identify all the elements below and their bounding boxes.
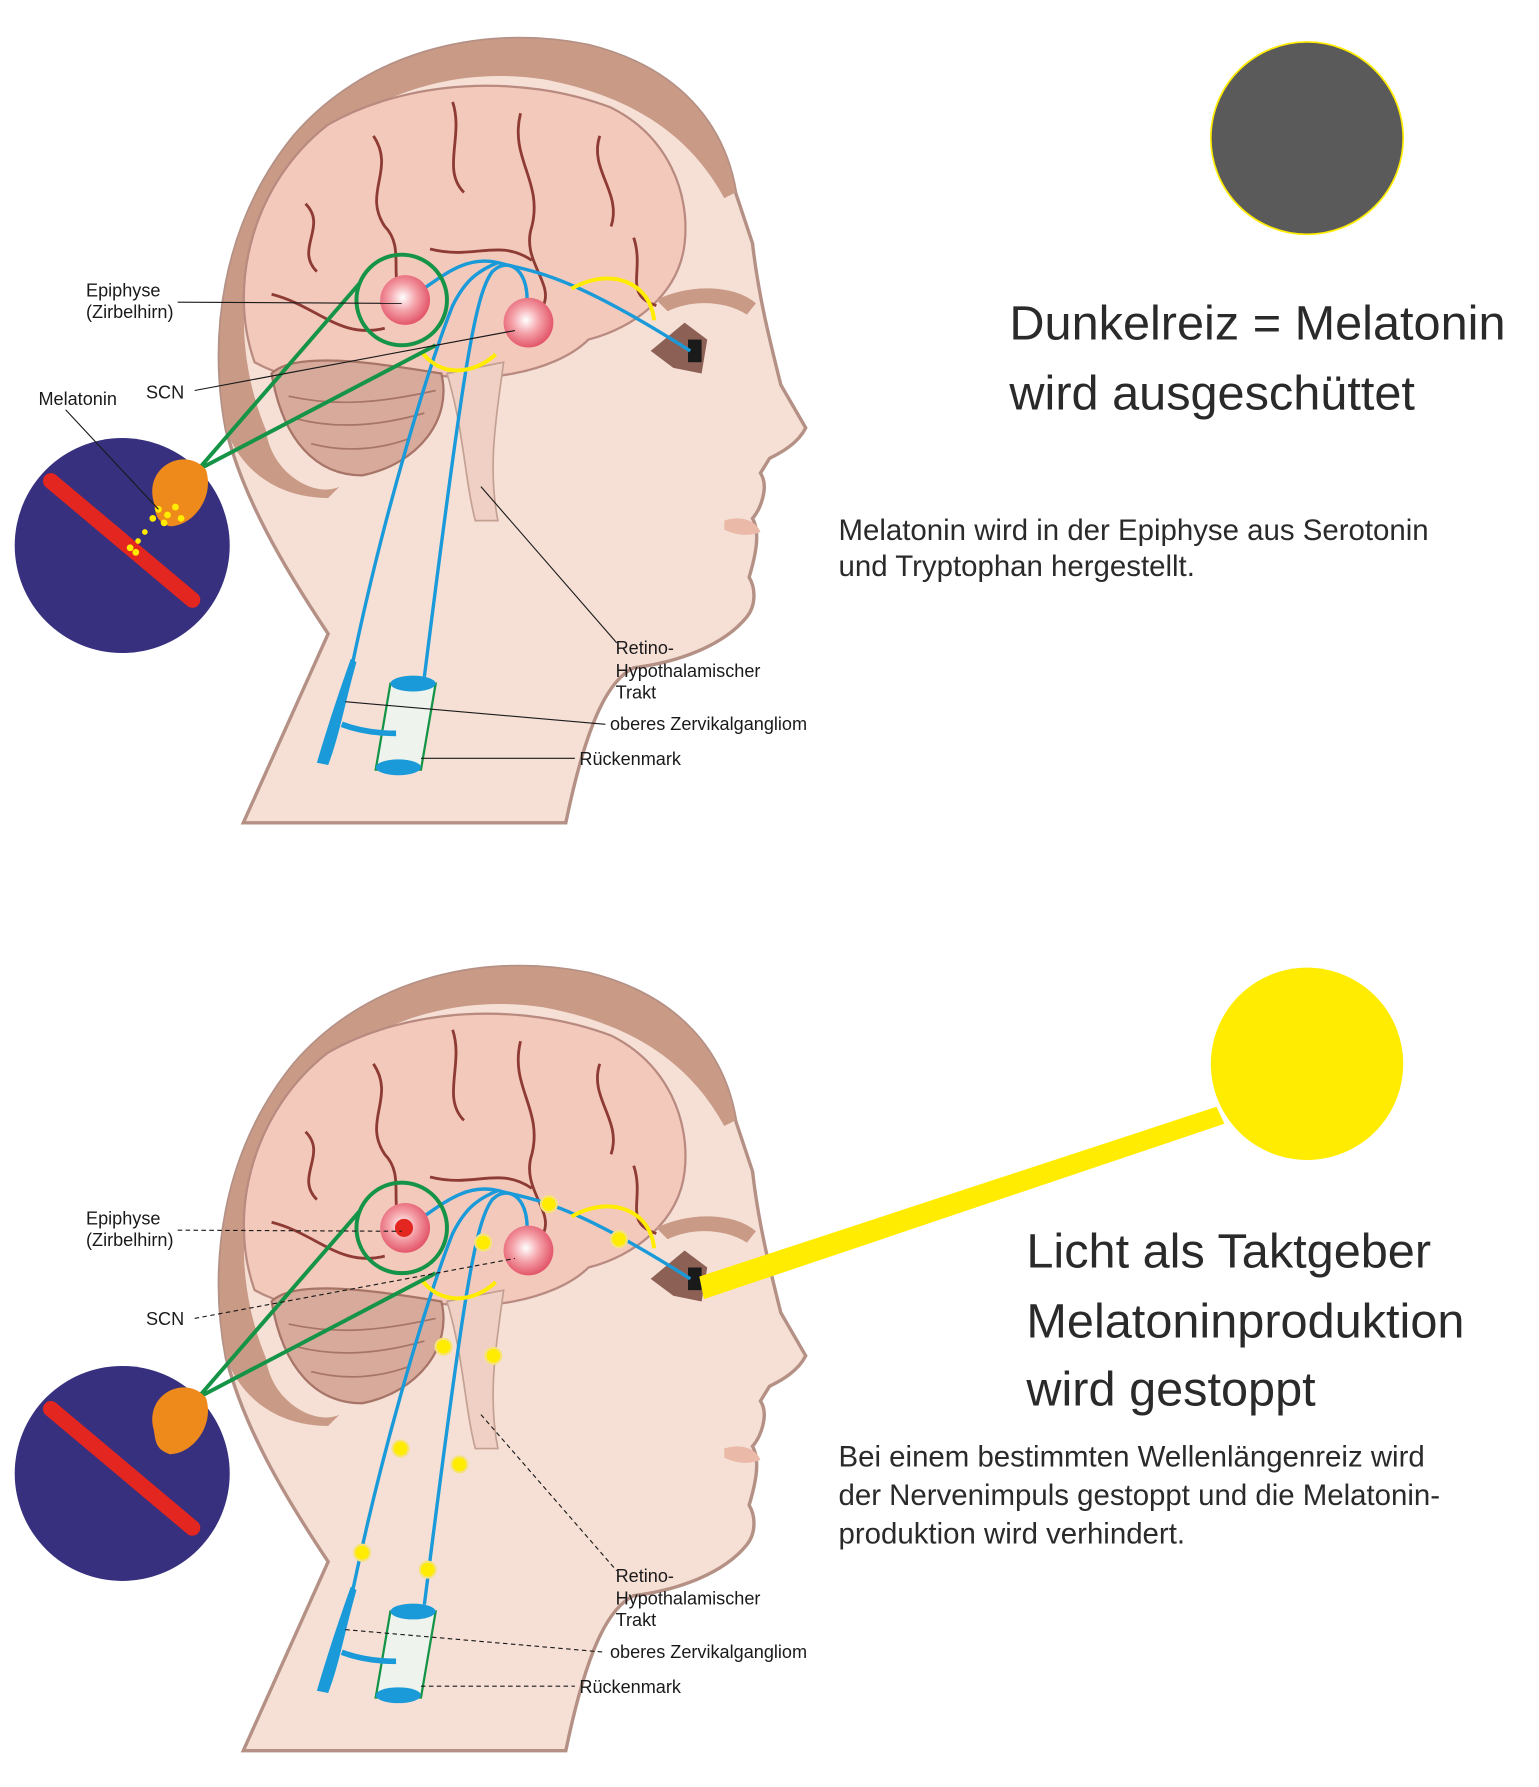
label-trakt: Trakt (616, 1610, 657, 1630)
bottom-title-line3: wird gestoppt (1025, 1363, 1316, 1417)
label-scn: SCN (146, 382, 184, 402)
label-hypothalamischer: Hypothalamischer (616, 1589, 761, 1609)
label-epiphyse: Epiphyse (86, 1208, 160, 1228)
top-para-line2: und Tryptophan hergestellt. (839, 550, 1195, 583)
top-title-line1: Dunkelreiz = Melatonin (1009, 297, 1505, 351)
bottom-title-line1: Licht als Taktgeber (1026, 1224, 1431, 1278)
label-trakt: Trakt (616, 682, 657, 702)
bottom-title-line2: Melatoninproduktion (1026, 1295, 1464, 1349)
label-melatonin: Melatonin (38, 389, 116, 409)
label-rueckenmark: Rückenmark (579, 749, 682, 769)
label-zervikalgangliom: oberes Zervikalgangliom (610, 1642, 807, 1662)
bottom-para-line1: Bei einem bestimmten Wellenlängenreiz wi… (839, 1441, 1425, 1474)
sun-icon (1210, 967, 1404, 1160)
bottom-para-line2: der Nervenimpuls gestoppt und die Melato… (839, 1479, 1441, 1512)
label-epiphyse: Epiphyse (86, 281, 160, 301)
head-illustration-light (15, 966, 806, 1750)
melatonin-granules (126, 503, 185, 556)
leader-lines-bottom (177, 1229, 618, 1687)
head-illustration-dark (15, 38, 806, 822)
label-zirbelhirn: (Zirbelhirn) (86, 302, 173, 322)
leader-lines-top (65, 301, 618, 759)
label-zervikalgangliom: oberes Zervikalgangliom (610, 714, 807, 734)
label-retino: Retino- (616, 1566, 674, 1586)
bottom-panel: Epiphyse (Zirbelhirn) SCN Retino- Hypoth… (15, 966, 1464, 1750)
top-panel: Epiphyse (Zirbelhirn) SCN Melatonin Reti… (15, 38, 1506, 822)
top-title-line2: wird ausgeschüttet (1008, 367, 1415, 421)
bottom-para-line3: produktion wird verhindert. (839, 1518, 1186, 1551)
label-hypothalamischer: Hypothalamischer (616, 661, 761, 681)
top-para-line1: Melatonin wird in der Epiphyse aus Serot… (839, 514, 1429, 547)
label-scn: SCN (146, 1309, 184, 1329)
nerve-impulse-dots (353, 1195, 629, 1579)
moon-icon (1209, 41, 1405, 236)
label-zirbelhirn: (Zirbelhirn) (86, 1230, 173, 1250)
light-beam (699, 1106, 1225, 1300)
label-rueckenmark: Rückenmark (579, 1677, 682, 1697)
label-retino: Retino- (616, 638, 674, 658)
epiphyse-inactive (394, 1218, 414, 1237)
